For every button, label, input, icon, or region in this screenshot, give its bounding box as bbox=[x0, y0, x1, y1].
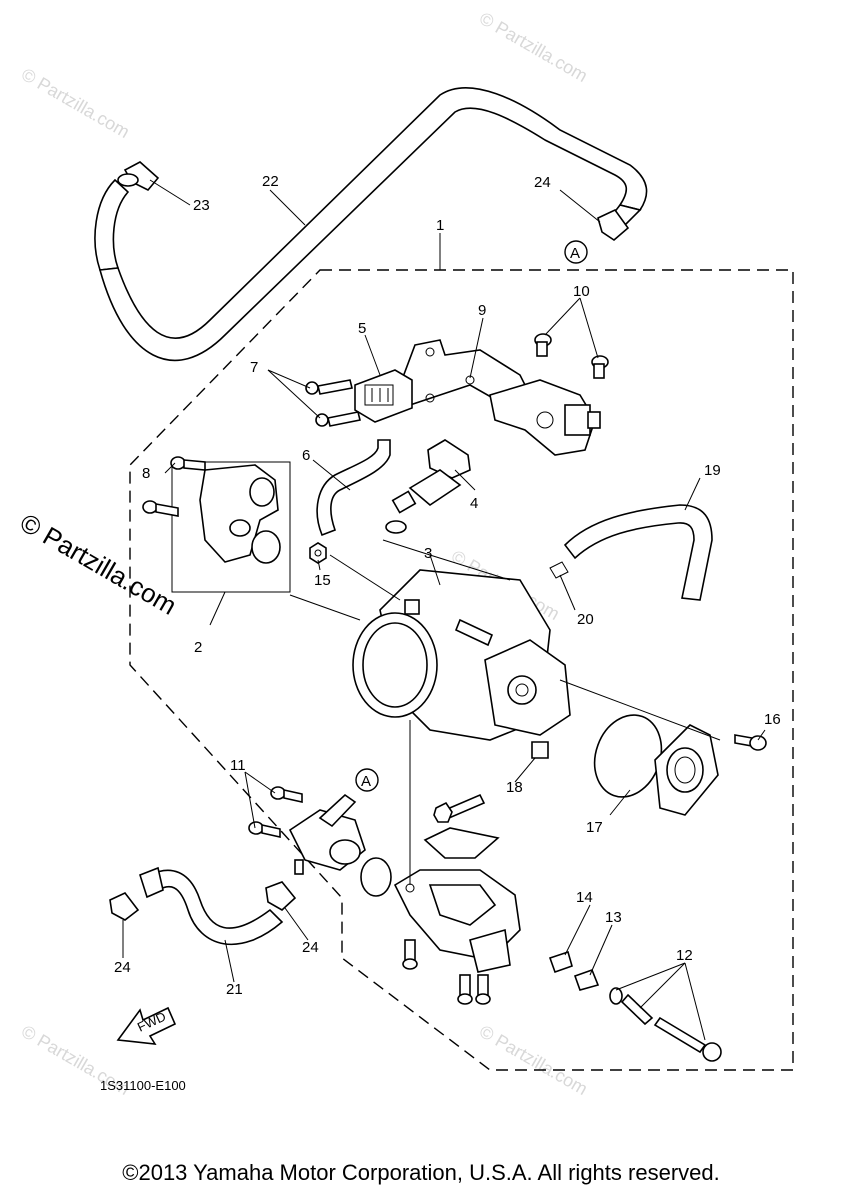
callout-23: 23 bbox=[193, 197, 210, 214]
callout-20: 20 bbox=[577, 611, 594, 628]
callout-24: 24 bbox=[302, 939, 319, 956]
callout-14: 14 bbox=[576, 889, 593, 906]
coolant-hose bbox=[149, 869, 284, 946]
hose-clamp bbox=[117, 161, 160, 191]
callouts: 1 2 3 4 5 6 7 8 9 10 11 12 13 14 15 16 1… bbox=[114, 173, 781, 998]
intake-joint bbox=[288, 793, 366, 875]
callout-11: 11 bbox=[230, 757, 246, 774]
callout-19: 19 bbox=[704, 462, 721, 479]
callout-21: 21 bbox=[226, 981, 243, 998]
reference-a-marker bbox=[355, 768, 379, 792]
nut bbox=[309, 542, 327, 564]
assembly-outline bbox=[129, 269, 794, 1071]
callout-24: 24 bbox=[114, 959, 131, 976]
screw bbox=[315, 411, 361, 427]
watermark-text: © Partzilla.com bbox=[476, 8, 591, 86]
pressure-sensor bbox=[354, 369, 413, 423]
callout-15: 15 bbox=[314, 572, 331, 589]
cover-plate bbox=[654, 724, 719, 816]
bolt bbox=[457, 974, 473, 1005]
bolt bbox=[475, 974, 491, 1005]
screw bbox=[305, 379, 353, 395]
reference-a-label: A bbox=[570, 245, 580, 262]
callout-13: 13 bbox=[605, 909, 622, 926]
hose-clamp bbox=[265, 881, 297, 911]
watermark-text: © Partzilla.com bbox=[18, 64, 133, 142]
diagram-code: 1S31100-E100 bbox=[100, 1078, 186, 1093]
washer bbox=[609, 987, 623, 1005]
bushing bbox=[548, 950, 573, 974]
hose-clamp bbox=[109, 892, 140, 921]
hose-end bbox=[139, 866, 164, 899]
reference-a-marker bbox=[564, 240, 588, 264]
vacuum-hose bbox=[316, 439, 391, 537]
leader-lines bbox=[122, 179, 766, 1041]
o-ring bbox=[360, 857, 392, 897]
throttle-position-sensor bbox=[171, 461, 291, 593]
callout-1: 1 bbox=[436, 217, 444, 234]
adjust-screw bbox=[653, 1016, 722, 1062]
hose-clip bbox=[549, 561, 569, 579]
copyright-notice: ©2013 Yamaha Motor Corporation, U.S.A. A… bbox=[122, 1160, 719, 1185]
injector-seal bbox=[385, 520, 407, 534]
callout-12: 12 bbox=[676, 947, 693, 964]
callout-2: 2 bbox=[194, 639, 202, 656]
bolt bbox=[142, 500, 179, 517]
screw bbox=[534, 333, 552, 357]
plunger bbox=[573, 968, 600, 991]
plug bbox=[531, 741, 549, 759]
callout-17: 17 bbox=[586, 819, 603, 836]
callout-22: 22 bbox=[262, 173, 279, 190]
screw bbox=[591, 355, 609, 379]
reference-a-label: A bbox=[361, 773, 371, 790]
coolant-hose bbox=[563, 504, 713, 601]
forward-arrow-icon: FWD bbox=[116, 1006, 177, 1045]
callout-9: 9 bbox=[478, 302, 486, 319]
callout-18: 18 bbox=[506, 779, 523, 796]
watermark-text: © Partzilla.com bbox=[476, 1021, 591, 1099]
callout-8: 8 bbox=[142, 465, 150, 482]
callout-24: 24 bbox=[534, 174, 551, 191]
callout-5: 5 bbox=[358, 320, 366, 337]
bolt bbox=[270, 786, 303, 803]
watermark-text-large: © Partzilla.com bbox=[15, 507, 182, 621]
hose-clamp bbox=[597, 208, 630, 242]
throttle-body bbox=[352, 569, 571, 741]
bolt bbox=[433, 793, 486, 823]
callout-4: 4 bbox=[470, 495, 478, 512]
fuel-injector bbox=[391, 439, 471, 514]
bolt bbox=[248, 821, 281, 838]
bolt bbox=[170, 456, 206, 471]
callout-10: 10 bbox=[573, 283, 590, 300]
screw bbox=[734, 734, 767, 751]
idle-speed-body bbox=[393, 869, 521, 973]
callout-16: 16 bbox=[764, 711, 781, 728]
bolt bbox=[402, 939, 418, 970]
spring bbox=[620, 993, 654, 1026]
callout-3: 3 bbox=[424, 545, 432, 562]
callout-6: 6 bbox=[302, 447, 310, 464]
fuel-rail bbox=[489, 379, 601, 456]
gasket bbox=[423, 827, 500, 859]
callout-7: 7 bbox=[250, 359, 258, 376]
breather-hose bbox=[94, 87, 648, 362]
